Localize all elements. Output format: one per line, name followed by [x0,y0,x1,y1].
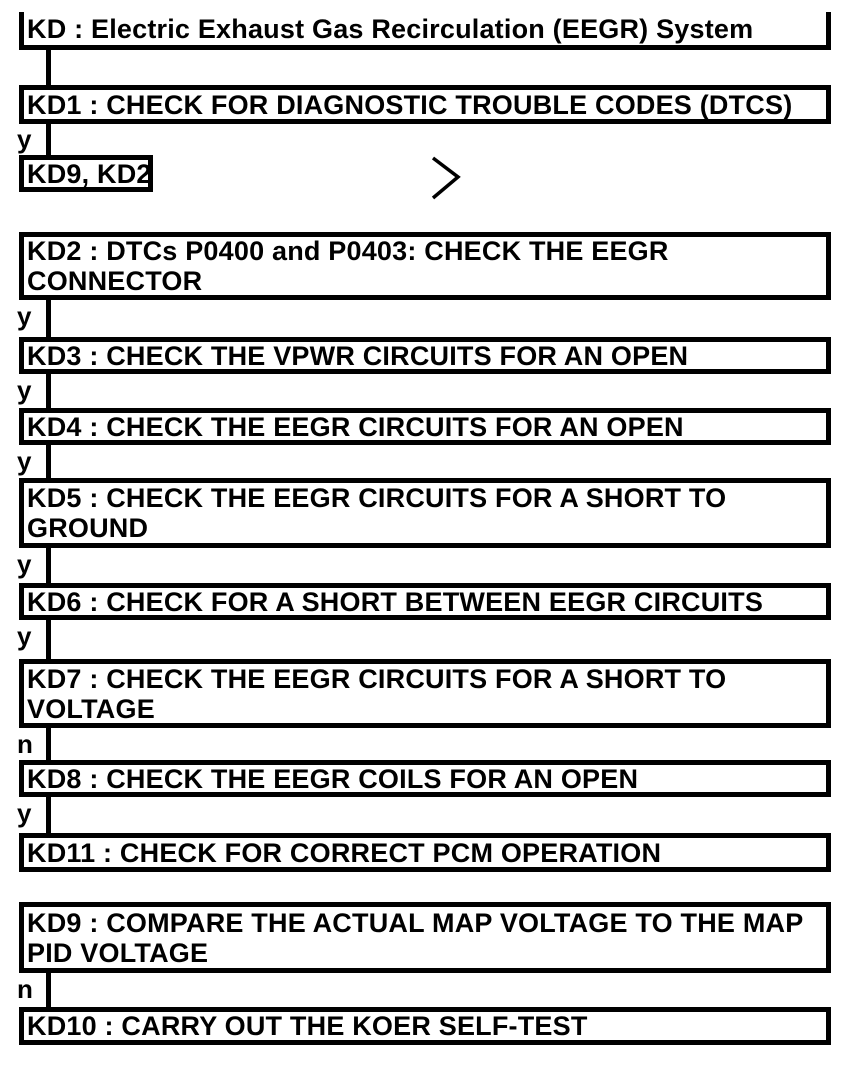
node-kd7-label-line2: VOLTAGE [27,693,155,724]
connector-kd1-kd9kd2 [46,124,51,155]
node-kd7: KD7 : CHECK THE EEGR CIRCUITS FOR A SHOR… [19,659,831,728]
branch-label-kd5: y [17,549,32,579]
node-kd1: KD1 : CHECK FOR DIAGNOSTIC TROUBLE CODES… [19,85,831,124]
node-kd5-label-line1: KD5 : CHECK THE EEGR CIRCUITS FOR A SHOR… [27,483,727,513]
node-kd7-label-line1: KD7 : CHECK THE EEGR CIRCUITS FOR A SHOR… [27,663,727,694]
branch-label-kd1: y [17,124,32,154]
node-kd5-label-line2: GROUND [27,513,149,543]
branch-label-kd7: n [17,729,33,759]
node-kd9-kd2-label: KD9, KD2 [27,158,152,189]
node-kd1-label: KD1 : CHECK FOR DIAGNOSTIC TROUBLE CODES… [27,89,793,120]
connector-kd-kd1 [46,50,51,85]
chevron-right-icon [431,156,461,200]
node-kd10: KD10 : CARRY OUT THE KOER SELF-TEST [19,1007,831,1045]
node-kd3: KD3 : CHECK THE VPWR CIRCUITS FOR AN OPE… [19,337,831,374]
branch-label-kd2: y [17,301,32,331]
branch-label-kd9: n [17,974,33,1004]
node-kd-label: KD : Electric Exhaust Gas Recirculation … [27,13,754,44]
node-kd5: KD5 : CHECK THE EEGR CIRCUITS FOR A SHOR… [19,478,831,548]
node-kd3-label: KD3 : CHECK THE VPWR CIRCUITS FOR AN OPE… [27,340,689,371]
node-kd10-label: KD10 : CARRY OUT THE KOER SELF-TEST [27,1011,588,1041]
node-kd8-label: KD8 : CHECK THE EEGR COILS FOR AN OPEN [27,763,639,794]
connector-kd2-kd3 [46,300,51,337]
node-kd2-label-line2: CONNECTOR [27,266,203,296]
connector-kd9-kd10 [46,973,51,1007]
branch-label-kd6: y [17,621,32,651]
node-kd2-label-line1: KD2 : DTCs P0400 and P0403: CHECK THE EE… [27,236,669,266]
node-kd4-label: KD4 : CHECK THE EEGR CIRCUITS FOR AN OPE… [27,411,684,442]
node-kd9-kd2-result: KD9, KD2 [19,155,153,192]
node-kd11-label: KD11 : CHECK FOR CORRECT PCM OPERATION [27,837,662,868]
connector-kd6-kd7 [46,620,51,659]
node-kd11: KD11 : CHECK FOR CORRECT PCM OPERATION [19,833,831,872]
branch-label-kd3: y [17,375,32,405]
connector-kd8-kd11 [46,797,51,833]
connector-kd4-kd5 [46,445,51,478]
branch-label-kd8: y [17,798,32,828]
node-kd6-label: KD6 : CHECK FOR A SHORT BETWEEN EEGR CIR… [27,586,764,617]
connector-kd7-kd8 [46,728,51,760]
node-kd: KD : Electric Exhaust Gas Recirculation … [19,12,831,50]
node-kd6: KD6 : CHECK FOR A SHORT BETWEEN EEGR CIR… [19,583,831,620]
node-kd4: KD4 : CHECK THE EEGR CIRCUITS FOR AN OPE… [19,408,831,445]
connector-kd5-kd6 [46,548,51,583]
branch-label-kd4: y [17,446,32,476]
node-kd8: KD8 : CHECK THE EEGR COILS FOR AN OPEN [19,760,831,797]
connector-kd3-kd4 [46,374,51,408]
node-kd9-label-line1: KD9 : COMPARE THE ACTUAL MAP VOLTAGE TO … [27,907,804,938]
node-kd2: KD2 : DTCs P0400 and P0403: CHECK THE EE… [19,232,831,300]
node-kd9: KD9 : COMPARE THE ACTUAL MAP VOLTAGE TO … [19,902,831,973]
node-kd9-label-line2: PID VOLTAGE [27,937,209,968]
